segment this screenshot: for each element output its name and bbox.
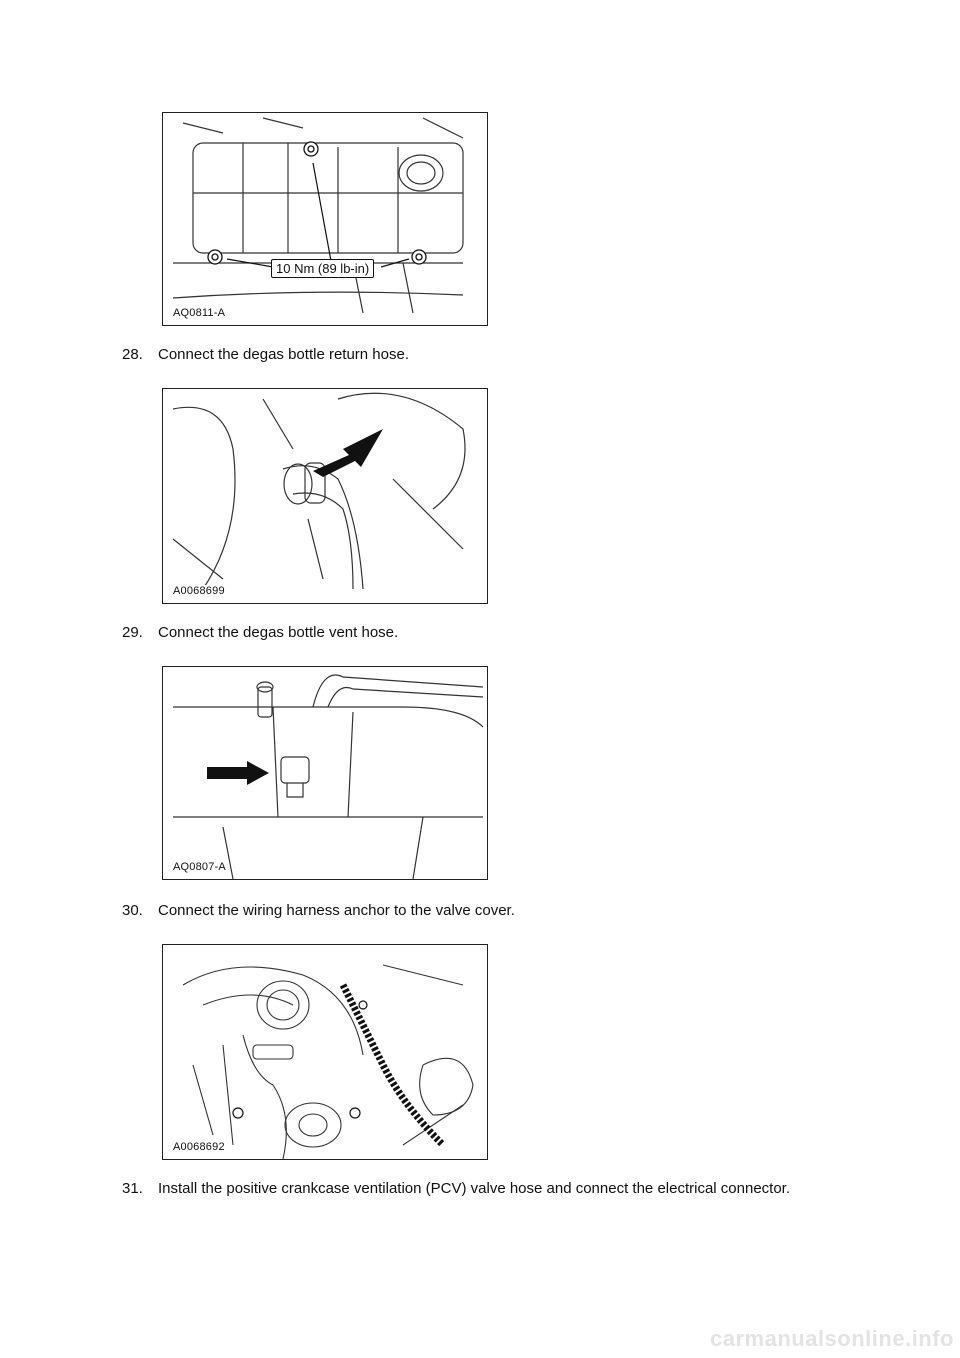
figure-code: A0068692 (171, 1141, 227, 1153)
figure-degas-bottle-bolts: 10 Nm (89 lb-in) AQ0811-A (162, 112, 488, 326)
figure-vent-hose: AQ0807-A (162, 666, 488, 880)
step-29: 29. Connect the degas bottle vent hose. (122, 624, 398, 642)
figure-illustration (172, 117, 464, 314)
figure-code: AQ0811-A (171, 307, 228, 319)
step-text: Connect the degas bottle vent hose. (158, 624, 399, 641)
figure-wiring-harness: A0068692 (162, 944, 488, 1160)
watermark: carmanualsonline.info (710, 1326, 954, 1351)
figure-code: A0068699 (171, 585, 227, 597)
step-28: 28. Connect the degas bottle return hose. (122, 346, 409, 364)
torque-callout: 10 Nm (89 lb-in) (271, 259, 375, 278)
figure-illustration (173, 674, 484, 879)
step-number: 31. (122, 1180, 143, 1197)
figure-return-hose: A0068699 (162, 388, 488, 604)
step-31: 31. Install the positive crankcase ventil… (122, 1180, 790, 1198)
step-30: 30. Connect the wiring harness anchor to … (122, 902, 515, 920)
step-text: Connect the wiring harness anchor to the… (158, 902, 515, 919)
step-text: Install the positive crankcase ventilati… (158, 1180, 791, 1197)
figure-code: AQ0807-A (171, 861, 228, 873)
step-number: 28. (122, 346, 143, 363)
step-number: 29. (122, 624, 143, 641)
step-number: 30. (122, 902, 143, 919)
figure-illustration (172, 392, 466, 590)
step-text: Connect the degas bottle return hose. (158, 346, 410, 363)
figure-illustration (182, 964, 474, 1159)
